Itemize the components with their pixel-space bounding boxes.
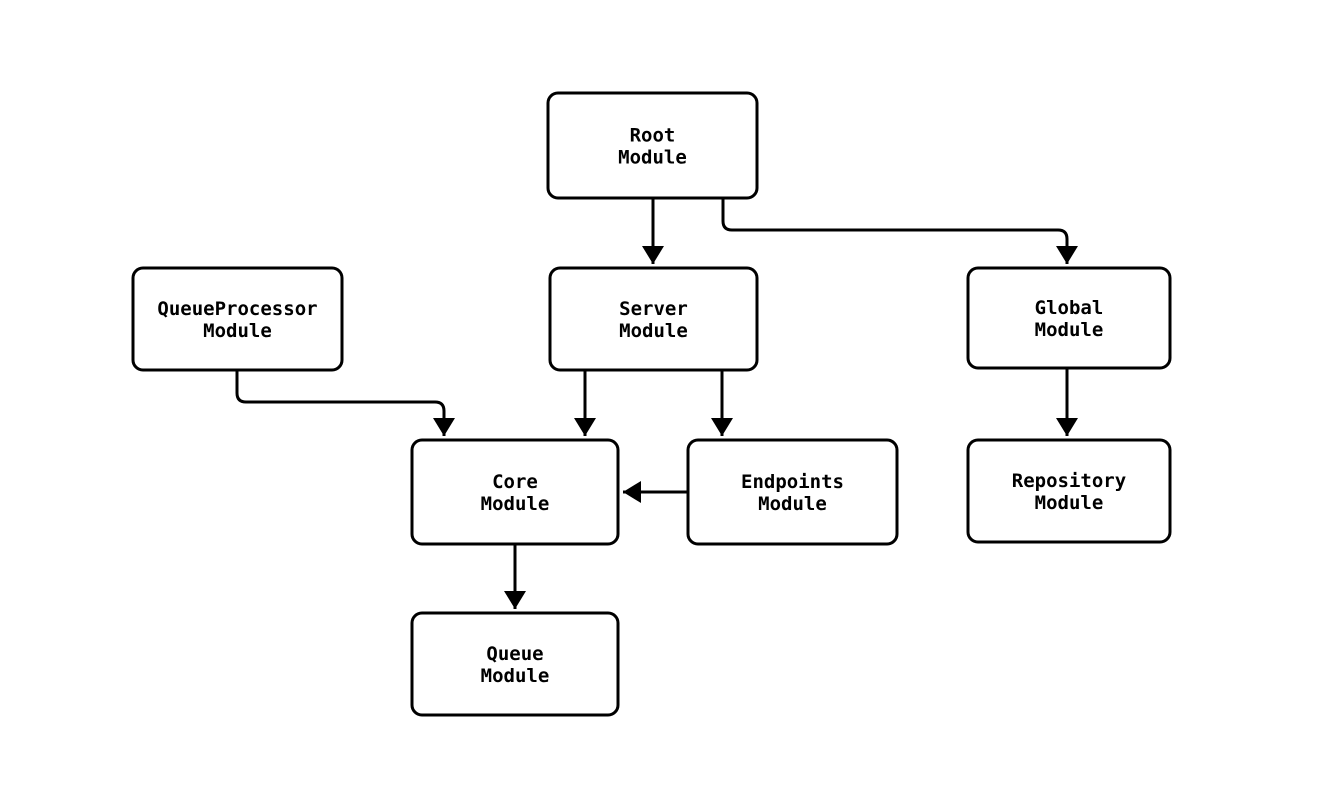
node-label-line2: Module: [618, 147, 687, 169]
node-box: [410, 438, 620, 546]
edge-queueprocessor-to-core: [235, 370, 455, 436]
node-global-module: Global Module: [966, 266, 1172, 370]
node-box: [966, 266, 1172, 370]
node-server-module: Server Module: [548, 266, 759, 372]
node-label-line1: Queue: [486, 643, 543, 665]
node-label-line1: Root: [630, 125, 676, 147]
node-label-line2: Module: [481, 493, 550, 515]
nodes-layer: Root Module QueueProcessor Module Server…: [131, 91, 1172, 717]
node-label-line2: Module: [481, 665, 550, 687]
node-queue-module: Queue Module: [410, 611, 620, 717]
node-box: [686, 438, 899, 546]
node-label-line2: Module: [1035, 492, 1104, 514]
node-label-line2: Module: [1035, 319, 1104, 341]
node-endpoints-module: Endpoints Module: [686, 438, 899, 546]
node-root-module: Root Module: [546, 91, 759, 200]
edges-layer: [235, 198, 1078, 609]
node-box: [966, 438, 1172, 544]
node-label-line1: Core: [492, 471, 538, 493]
node-label-line1: QueueProcessor: [157, 298, 317, 320]
node-label-line2: Module: [758, 493, 827, 515]
node-label-line2: Module: [203, 320, 272, 342]
node-label-line2: Module: [619, 320, 688, 342]
node-repository-module: Repository Module: [966, 438, 1172, 544]
node-label-line1: Repository: [1012, 470, 1126, 492]
node-box: [131, 266, 344, 372]
node-box: [548, 266, 759, 372]
node-label-line1: Server: [619, 298, 688, 320]
node-label-line1: Global: [1035, 297, 1104, 319]
node-box: [410, 611, 620, 717]
node-queueprocessor-module: QueueProcessor Module: [131, 266, 344, 372]
node-core-module: Core Module: [410, 438, 620, 546]
node-label-line1: Endpoints: [741, 471, 844, 493]
node-box: [546, 91, 759, 200]
edge-root-to-global: [721, 198, 1078, 264]
